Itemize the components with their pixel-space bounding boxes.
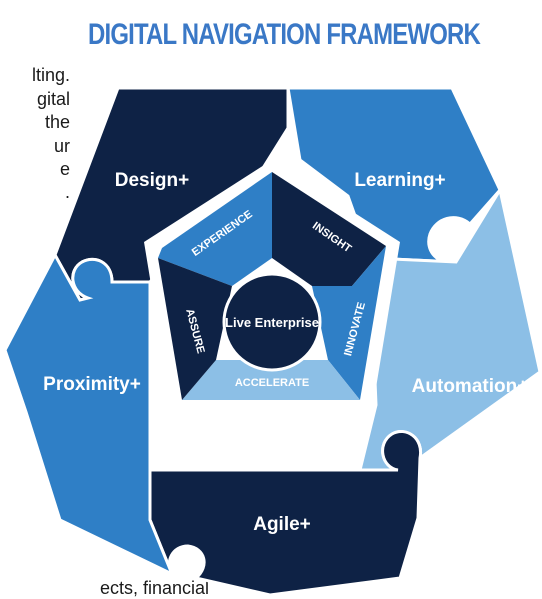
side-text-line: the: [44, 112, 70, 132]
side-text-line: lting.: [31, 65, 70, 85]
segment-experience: [158, 172, 272, 286]
side-text-line: .: [64, 182, 70, 202]
label-proximity: Proximity+: [43, 374, 141, 395]
diagram-title: DIGITAL NAVIGATION FRAMEWORK: [88, 18, 481, 51]
inner-segments: [158, 172, 386, 400]
label-automation: Automation+: [412, 376, 529, 397]
outer-pieces: [3, 86, 542, 597]
segment-assure: [158, 258, 232, 400]
label-design: Design+: [115, 170, 189, 191]
puzzle-piece-agile: [148, 430, 423, 597]
label-agile: Agile+: [253, 514, 311, 535]
segment-insight: [272, 172, 386, 286]
segment-accelerate: [182, 360, 360, 400]
label-learning: Learning+: [354, 170, 445, 191]
center-circle: [222, 272, 322, 372]
bottom-text-fragment: ects, financial: [100, 578, 210, 598]
side-text-line: gital: [36, 89, 70, 109]
side-text-line: e: [59, 159, 70, 179]
label-accelerate: ACCELERATE: [235, 377, 309, 389]
center-label: Live Enterprise: [225, 315, 319, 330]
puzzle-piece-proximity: [3, 251, 175, 578]
segment-innovate: [312, 246, 386, 400]
side-text-line: ur: [53, 136, 70, 156]
